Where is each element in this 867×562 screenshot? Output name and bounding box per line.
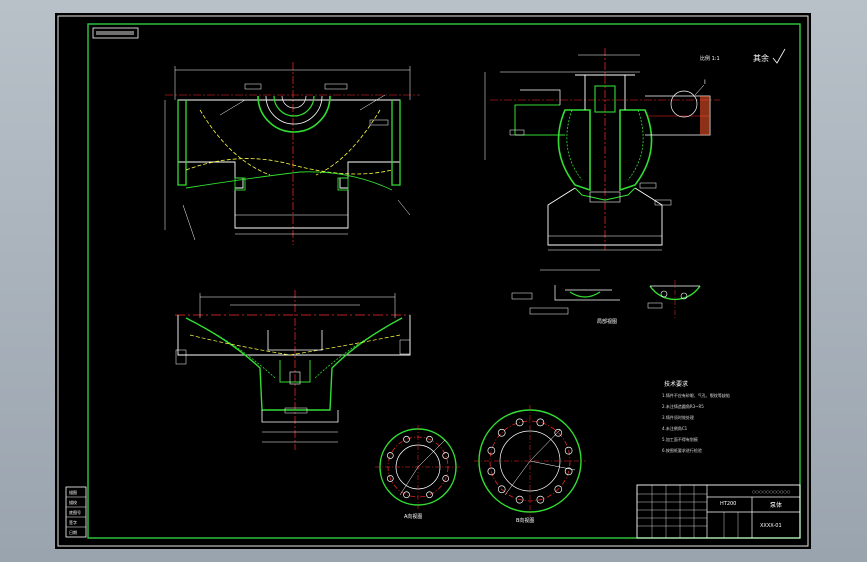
side-section-view: I [484, 48, 720, 251]
tech-line: 3.铸件须时效处理 [662, 414, 694, 420]
bolt-hole [515, 495, 524, 504]
bolt-hole [426, 491, 433, 499]
bolt-hole [403, 491, 410, 499]
section-mark: I [704, 79, 706, 86]
flange-view-left: A向视图 [375, 425, 461, 520]
part-name: 泵体 [770, 501, 782, 509]
tech-title: 技术要求 [664, 380, 688, 388]
bolt-hole [442, 452, 450, 459]
bolt-hole [554, 485, 563, 494]
revision-strip: 描图 描校 底图号 签字 日期 [65, 486, 87, 538]
bolt-hole [487, 467, 496, 476]
detail-view-label: 局部视图 [597, 318, 617, 325]
outer-frame [57, 15, 809, 547]
bolt-hole [564, 467, 573, 476]
tech-line: 5.加工面不得有划痕 [662, 436, 698, 442]
side-label: 底图号 [69, 509, 81, 515]
side-label: 日期 [69, 529, 77, 535]
bolt-hole [442, 475, 450, 482]
side-label: 描图 [69, 489, 77, 495]
bolt-hole [497, 428, 506, 437]
bolt-hole [386, 475, 394, 482]
sheet-background [55, 13, 811, 549]
tech-line: 2.未注铸造圆角R3~R5 [662, 403, 704, 409]
tech-line: 6.按图纸要求进行检验 [662, 447, 702, 453]
side-label: 签字 [69, 519, 77, 525]
drawing-number-tag [92, 27, 139, 39]
bolt-hole [536, 495, 545, 504]
svg-text:其余: 其余 [753, 53, 769, 63]
inner-frame [87, 23, 801, 539]
bolt-hole [487, 446, 496, 455]
technical-requirements: 技术要求 1.铸件不应有砂眼、气孔、裂纹等缺陷 2.未注铸造圆角R3~R5 3.… [662, 380, 730, 453]
bolt-hole [497, 485, 506, 494]
tech-line: 1.铸件不应有砂眼、气孔、裂纹等缺陷 [662, 392, 730, 398]
title-header-text: ○○○○○○○○○○○ [752, 489, 791, 494]
bolt-hole [386, 452, 394, 459]
title-block: ○○○○○○○○○○○ HT200 泵体 XXXX-01 [636, 484, 801, 539]
top-section-view [175, 290, 411, 450]
bolt-hole [426, 435, 433, 443]
material-text: HT200 [720, 501, 736, 507]
tech-line: 4.未注倒角C1 [662, 425, 688, 431]
right-circle-label: B向视图 [516, 517, 534, 524]
bolt-hole [515, 418, 524, 427]
bolt-hole [403, 435, 410, 443]
part-code: XXXX-01 [760, 523, 782, 529]
side-label: 描校 [69, 499, 77, 505]
left-circle-label: A向视图 [404, 513, 422, 520]
bolt-hole [564, 446, 573, 455]
bolt-hole [554, 428, 563, 437]
roughness-symbol: 其余 [753, 48, 786, 64]
flange-view-right: B向视图 [474, 405, 586, 524]
detail-view: 局部视图 [511, 269, 701, 325]
scale-note: 比例 1:1 [700, 55, 720, 62]
front-section-view [164, 62, 420, 245]
bolt-hole [536, 418, 545, 427]
